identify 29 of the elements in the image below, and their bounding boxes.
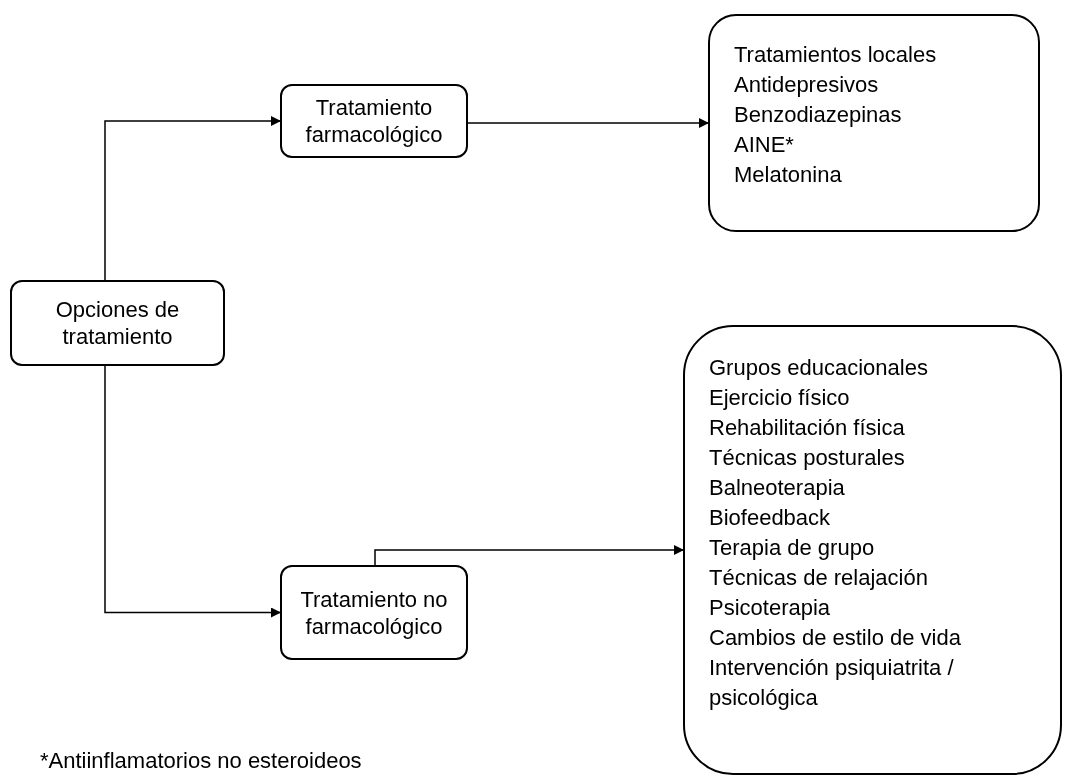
start-box bbox=[10, 280, 225, 366]
list-item: AINE* bbox=[734, 131, 794, 159]
arrow bbox=[104, 365, 281, 618]
list-item: Grupos educacionales bbox=[709, 354, 928, 382]
list-item: Técnicas posturales bbox=[709, 444, 905, 472]
list-item: Benzodiazepinas bbox=[734, 101, 902, 129]
list-item: Tratamientos locales bbox=[734, 41, 937, 69]
list-item: Rehabilitación física bbox=[709, 414, 905, 442]
process-box bbox=[280, 84, 468, 158]
node-label: Tratamiento farmacológico bbox=[304, 94, 444, 148]
list-item: Balneoterapia bbox=[709, 474, 845, 502]
list-item: Biofeedback bbox=[709, 504, 831, 532]
arrow bbox=[374, 545, 684, 566]
list-item: Técnicas de relajación bbox=[709, 564, 928, 592]
list-item: Terapia de grupo bbox=[709, 534, 875, 562]
list-item: Antidepresivos bbox=[734, 71, 879, 99]
node-label: Tratamiento no farmacológico bbox=[299, 585, 449, 640]
footnote: *Antiinflamatorios no esteroideos bbox=[40, 748, 362, 774]
list-item: Melatonina bbox=[734, 161, 842, 189]
list-item: Psicoterapia bbox=[709, 594, 831, 622]
arrow bbox=[467, 118, 709, 128]
list-box bbox=[708, 14, 1040, 232]
arrow bbox=[104, 116, 281, 281]
list-item: Ejercicio físico bbox=[709, 384, 850, 412]
list-item: Cambios de estilo de vida bbox=[709, 624, 961, 652]
list-box bbox=[683, 325, 1062, 775]
process-box bbox=[280, 565, 468, 660]
node-label: Opciones de tratamiento bbox=[54, 296, 181, 350]
list-item: Intervención psiquiatrita / psicológica bbox=[709, 654, 955, 712]
